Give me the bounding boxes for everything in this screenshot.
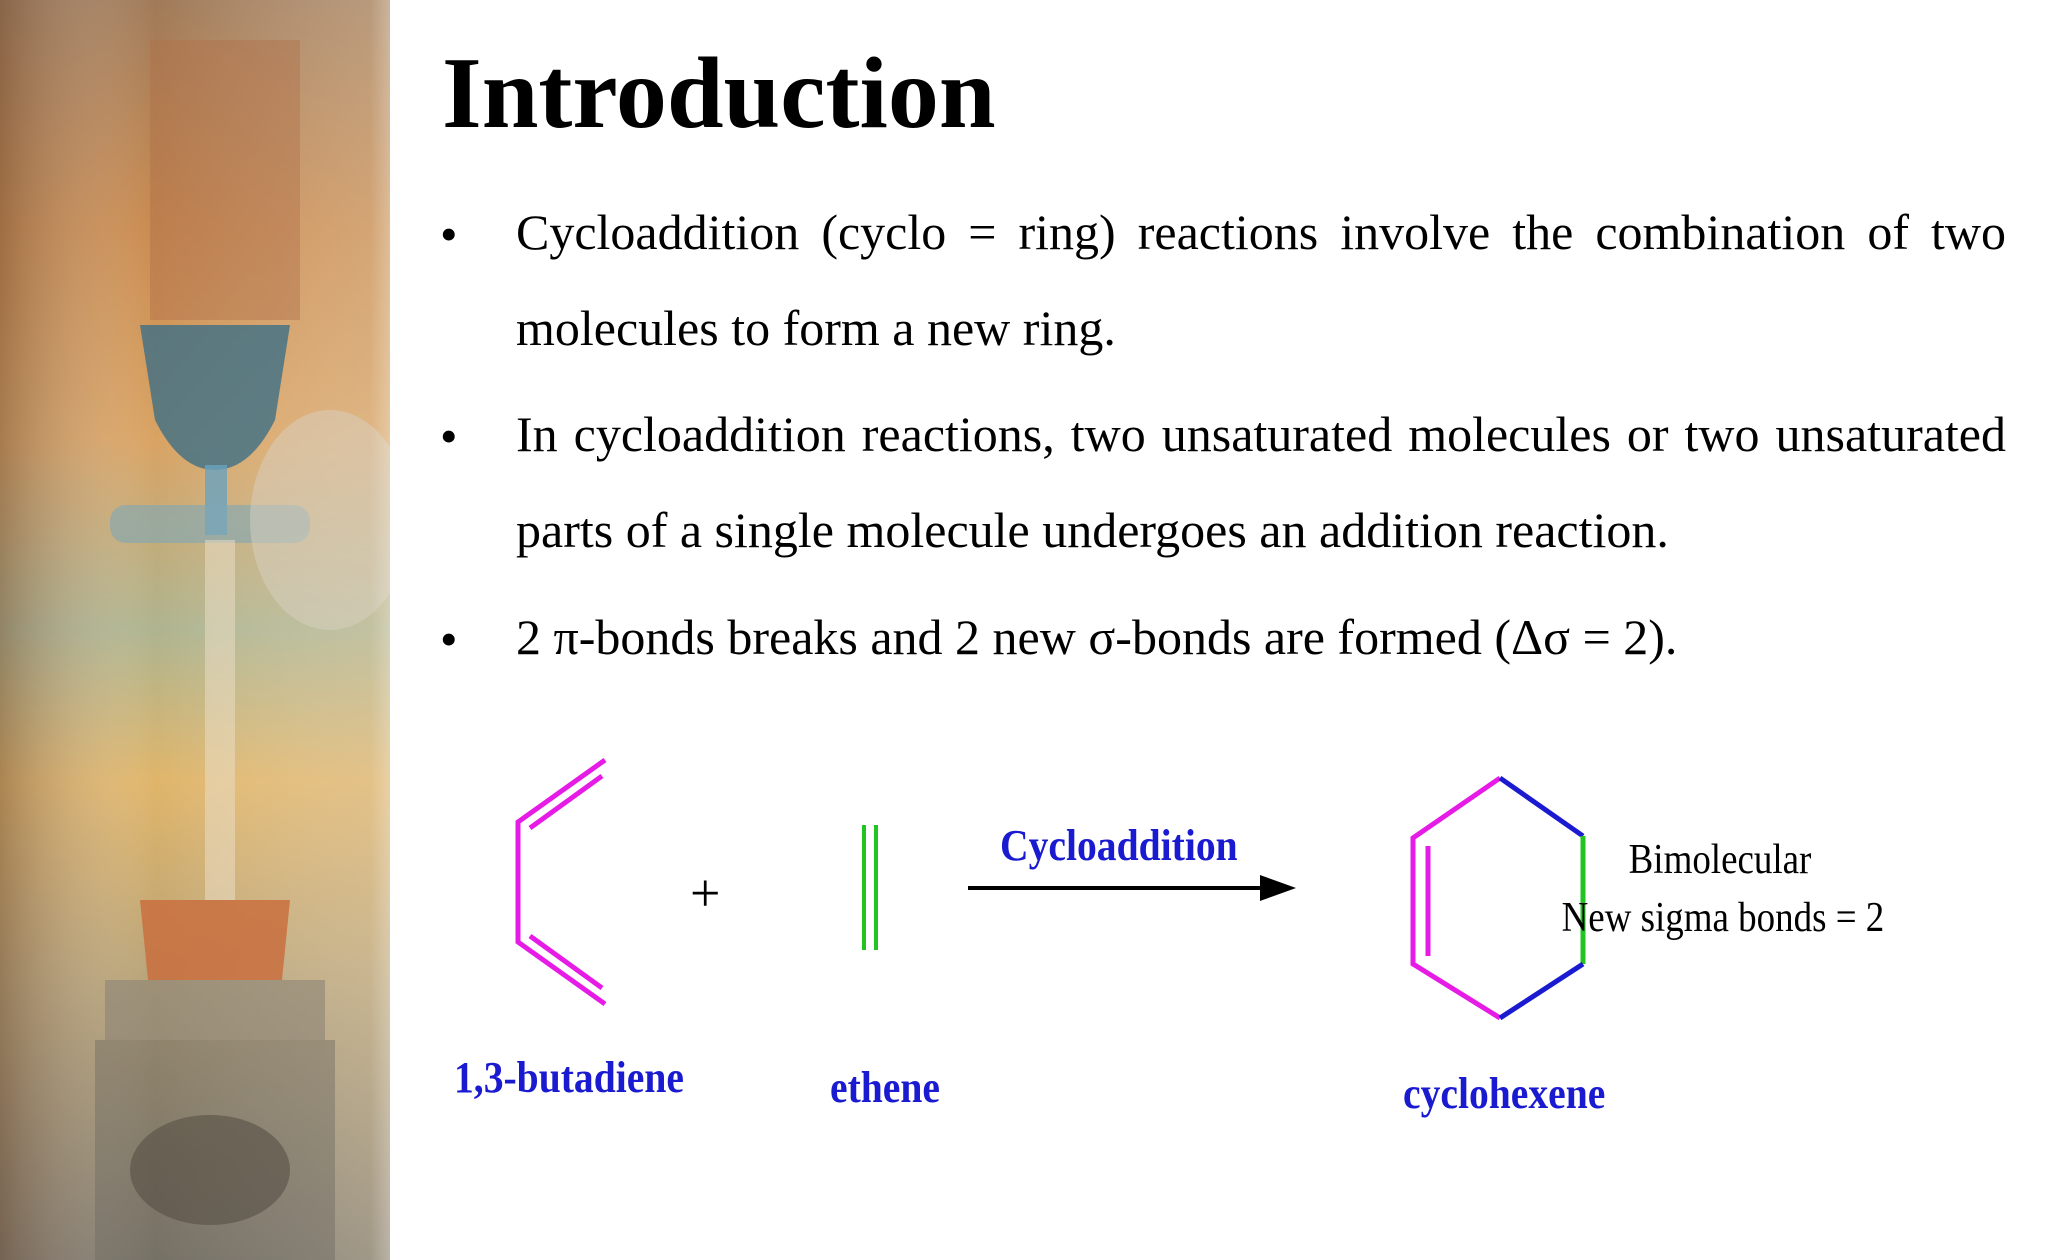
- reaction-scheme: [515, 757, 1586, 1021]
- bullet-text-3: 2 π-bonds breaks and 2 new σ-bonds are f…: [516, 609, 1678, 665]
- lab-photo-background: [0, 0, 390, 1260]
- slide-content: Introduction • Cycloaddition (cyclo = ri…: [390, 0, 2048, 1260]
- product-label: cyclohexene: [1403, 1069, 1606, 1118]
- bullet-text-2: In cycloaddition reactions, two unsatura…: [516, 406, 2006, 558]
- arrow-label: Cycloaddition: [1000, 821, 1238, 870]
- reactant1-label: 1,3-butadiene: [454, 1053, 684, 1102]
- reaction-arrow: [968, 875, 1296, 901]
- cyclohexene-structure: [1410, 775, 1586, 1021]
- butadiene-structure: [515, 757, 607, 1007]
- note-line-2: New sigma bonds = 2: [1561, 895, 1885, 941]
- bullet-marker: •: [440, 408, 458, 464]
- bullet-text-1: Cycloaddition (cyclo = ring) reactions i…: [516, 204, 2006, 356]
- bullet-marker: •: [440, 206, 458, 262]
- slide-title: Introduction: [442, 37, 996, 150]
- plus-sign: +: [690, 863, 721, 923]
- bullet-marker: •: [440, 611, 458, 667]
- reactant2-label: ethene: [830, 1063, 940, 1112]
- ethene-structure: [862, 825, 878, 950]
- note-line-1: Bimolecular: [1628, 837, 1812, 883]
